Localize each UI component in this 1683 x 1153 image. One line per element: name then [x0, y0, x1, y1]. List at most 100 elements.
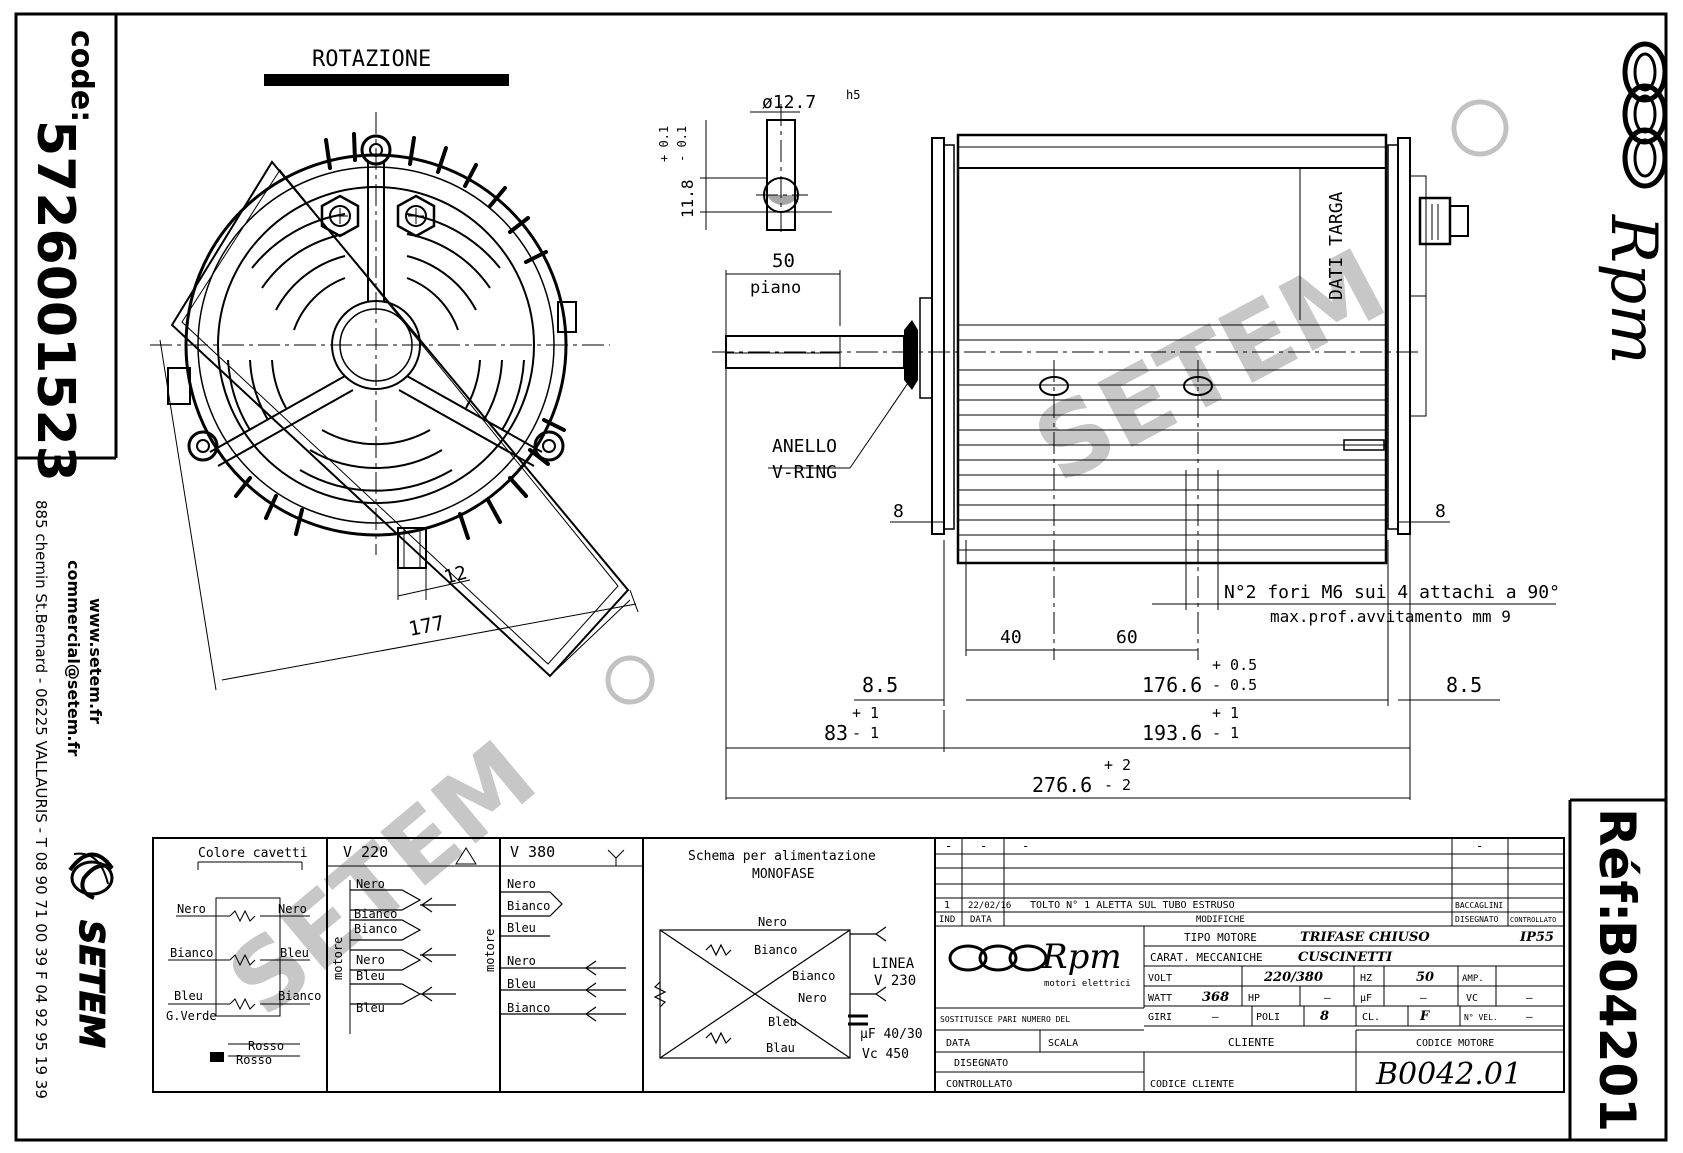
mech-label: CARAT. MECCANICHE [1150, 951, 1263, 964]
screw-boss-right-icon [533, 430, 565, 462]
sp-wire-bleu: Bleu [768, 1015, 797, 1029]
giri-label: GIRI [1148, 1012, 1172, 1023]
cl-value: F [1419, 1009, 1430, 1024]
shaft-detail: ø12.7 h5 11.8 + 0.1 - 0.1 [657, 88, 860, 232]
codice-motore-label: CODICE MOTORE [1416, 1038, 1494, 1049]
rev-dash-2: - [980, 839, 987, 853]
rev-hdr-modifiche: MODIFICHE [1196, 915, 1245, 925]
left-label-nero: Nero [177, 902, 206, 916]
rpm-logo-text: Rpm [1596, 214, 1670, 365]
disegnato-label: DISEGNATO [954, 1058, 1008, 1069]
v380-panel: V 380 motore Nero Bianco Bleu Nero Bleu … [483, 843, 643, 1034]
v220-wire-1: Nero [356, 877, 385, 891]
total-tol-up: + 2 [1104, 756, 1131, 774]
dim-hole-spacing: 60 [1116, 627, 1138, 648]
rev-hdr-controllato: CONTROLLATO [1510, 916, 1556, 924]
vc-value: — [1526, 991, 1533, 1004]
dim-85-left: 8.5 [862, 673, 898, 697]
v220-panel: V 220 motore Nero Bianco Bianco Nero Ble… [327, 843, 500, 1034]
codice-cliente-label: CODICE CLIENTE [1150, 1079, 1234, 1090]
v220-motor-label: motore [331, 937, 345, 980]
setem-swirl-icon [68, 852, 114, 900]
front-view: ROTAZIONE [150, 47, 639, 691]
motor-body [956, 133, 1388, 565]
cap-label-1: µF 40/30 [860, 1027, 923, 1042]
hz-value: 50 [1416, 970, 1434, 985]
rev-hdr-ind: IND [939, 915, 955, 925]
shaft-diameter: ø12.7 [762, 92, 816, 113]
rpm-block-text: Rpm [1041, 937, 1122, 977]
v380-wire-4: Nero [507, 954, 536, 968]
holes-note-1: N°2 fori M6 sui 4 attachi a 90° [1224, 582, 1560, 603]
frame-tol-up: + 1 [1212, 704, 1239, 722]
motor-type-value: TRIFASE CHIUSO [1300, 930, 1430, 945]
volt-label: VOLT [1148, 973, 1172, 984]
shaft-tol-up: + 1 [852, 704, 879, 722]
hz-label: HZ [1360, 973, 1372, 984]
v220-title: V 220 [343, 843, 388, 861]
protection-value: IP55 [1519, 930, 1554, 945]
dim-85-right: 8.5 [1446, 673, 1482, 697]
sp-wire-nero: Nero [758, 915, 787, 929]
sp-wire-bianco-1: Bianco [754, 943, 797, 957]
nameplate-label: DATI TARGA [1326, 191, 1347, 300]
watt-value: 368 [1202, 990, 1229, 1005]
v-ring [904, 320, 918, 390]
address-text: 885 chemin St.Bernard - 06225 VALLAURIS … [32, 500, 50, 1099]
code-value: 5726001523 [25, 120, 85, 482]
watt-label: WATT [1148, 993, 1172, 1004]
uf-label: µF [1360, 993, 1372, 1004]
rev-date: 22/02/16 [968, 901, 1011, 911]
sp-wire-bianco-2: Bianco [792, 969, 835, 983]
line-label-2: V 230 [874, 973, 916, 989]
sheet-border [14, 12, 1668, 1142]
sp-wire-nero-2: Nero [798, 991, 827, 1005]
mech-value: CUSCINETTI [1298, 950, 1393, 965]
v220-wire-5: Bleu [356, 969, 385, 983]
website-text: www.setem.fr [86, 598, 105, 724]
setem-wordmark: SETEM [71, 920, 111, 1048]
rpm-block-logo-icon [948, 944, 1048, 972]
side-view: DATI TARGA 50 piano ANELL [712, 133, 1560, 800]
controllato-label: CONTROLLATO [946, 1079, 1012, 1090]
v380-motor-label: motore [483, 929, 497, 972]
vc-label: VC [1466, 993, 1478, 1004]
email-text: commercial@setem.fr [64, 560, 83, 756]
v220-wire-2: Bianco [354, 907, 397, 921]
v380-wire-3: Bleu [507, 921, 536, 935]
rotation-title: ROTAZIONE [312, 47, 431, 72]
cl-label: CL. [1362, 1012, 1380, 1023]
rev-text: TOLTO N° 1 ALETTA SUL TUBO ESTRUSO [1030, 900, 1235, 911]
right-label-bianco: Bianco [278, 989, 321, 1003]
dim-flange-left: 8 [893, 501, 904, 522]
right-label-bleu: Bleu [280, 946, 309, 960]
vring-label-it: ANELLO [772, 436, 837, 457]
left-label-gverde: G.Verde [166, 1009, 217, 1023]
codice-motore-value: B0042.01 [1375, 1057, 1522, 1092]
holes-note-2: max.prof.avvitamento mm 9 [1270, 607, 1511, 626]
nvel-label: N° VEL. [1464, 1013, 1498, 1022]
ref-value: B04201 [1588, 920, 1646, 1132]
rev-dash-4: - [1476, 839, 1483, 853]
motor-type-label: TIPO MOTORE [1184, 931, 1257, 944]
total-tol-dn: - 2 [1104, 776, 1131, 794]
ref-label: Réf: [1588, 808, 1646, 922]
cap-label-rosso-1: Rosso [248, 1039, 284, 1053]
dim-overall-width: 177 [406, 610, 446, 640]
left-label-bianco: Bianco [170, 946, 213, 960]
nvel-value: — [1526, 1010, 1533, 1023]
dim-hole-offset: 40 [1000, 627, 1022, 648]
left-strip: code: 5726001523 www.setem.fr commercial… [16, 14, 118, 1099]
v380-wire-6: Bianco [507, 1001, 550, 1015]
cable-gland-right-icon [396, 194, 436, 238]
rev-hdr-disegnato: DISEGNATO [1455, 915, 1499, 924]
bottom-panel [152, 837, 1565, 1093]
rev-author: BACCAGLINI [1455, 901, 1503, 910]
dim-tab-width: 12 [442, 562, 470, 589]
body-tol-dn: - 0.5 [1212, 676, 1257, 694]
shaft-tol-dn: - 1 [852, 724, 879, 742]
cable-gland-left-icon [320, 194, 360, 238]
replaces-label: SOSTITUISCE PARI NUMERO DEL [940, 1015, 1070, 1024]
flat-tol-lower: - 0.1 [675, 126, 689, 162]
